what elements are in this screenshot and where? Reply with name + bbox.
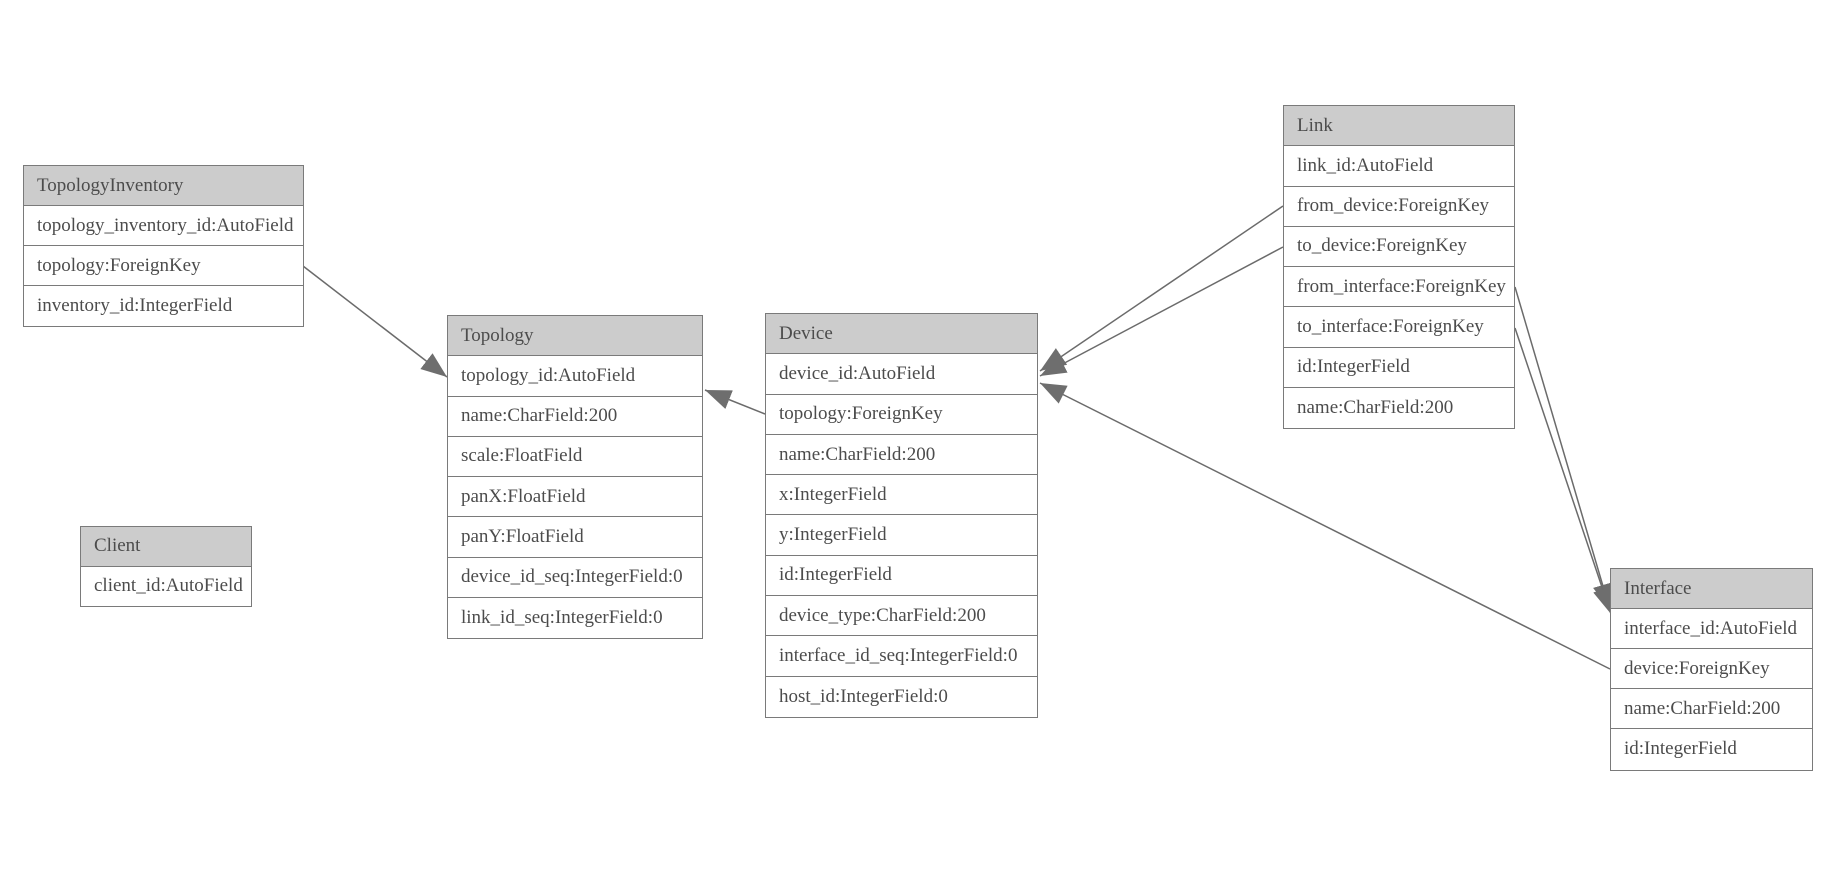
entity-interface-title: Interface (1611, 569, 1812, 610)
entity-topologyinventory-title: TopologyInventory (24, 166, 303, 206)
entity-topologyinventory-field-inventory-id: inventory_id:IntegerField (24, 286, 303, 326)
edge-link-todevice-device (1039, 246, 1284, 377)
edge-link-tointerface-interface (1514, 327, 1613, 615)
entity-topologyinventory-field-topology: topology:ForeignKey (24, 246, 303, 286)
entity-topology-field-scale: scale:FloatField (448, 436, 702, 477)
entity-device-field-x: x:IntegerField (766, 475, 1037, 516)
entity-interface-field-id: id:IntegerField (1611, 729, 1812, 770)
entity-device-field-host-id: host_id:IntegerField:0 (766, 676, 1037, 717)
entity-topology-field-link-id-seq: link_id_seq:IntegerField:0 (448, 597, 702, 638)
entity-topologyinventory-field-topology-inventory-id: topology_inventory_id:AutoField (24, 206, 303, 246)
entity-topology-field-name: name:CharField:200 (448, 396, 702, 437)
edge-link-frominterface-interface (1514, 286, 1613, 611)
edge-link-fromdevice-device (1039, 205, 1284, 372)
entity-topology-field-topology-id: topology_id:AutoField (448, 356, 702, 397)
entity-device-title: Device (766, 314, 1037, 355)
entity-device-field-y: y:IntegerField (766, 515, 1037, 556)
entity-topology-title: Topology (448, 316, 702, 357)
entity-topology-field-pany: panY:FloatField (448, 517, 702, 558)
entity-client-title: Client (81, 527, 251, 567)
entity-interface-field-interface-id: interface_id:AutoField (1611, 609, 1812, 650)
entity-link-field-from-device: from_device:ForeignKey (1284, 186, 1514, 227)
edge-device-topology (704, 389, 766, 415)
entity-device-field-interface-id-seq: interface_id_seq:IntegerField:0 (766, 636, 1037, 677)
entity-device-field-name: name:CharField:200 (766, 434, 1037, 476)
entity-link-field-name: name:CharField:200 (1284, 387, 1514, 428)
entity-device-field-device-id: device_id:AutoField (766, 354, 1037, 395)
entity-link-field-link-id: link_id:AutoField (1284, 146, 1514, 187)
entity-link-field-id: id:IntegerField (1284, 347, 1514, 388)
entity-link-title: Link (1284, 106, 1514, 147)
edge-interface-device (1039, 382, 1611, 670)
entity-topology-field-panx: panX:FloatField (448, 477, 702, 518)
entity-topology-field-device-id-seq: device_id_seq:IntegerField:0 (448, 557, 702, 598)
entity-device-field-topology: topology:ForeignKey (766, 394, 1037, 435)
entity-link-field-from-interface: from_interface:ForeignKey (1284, 267, 1514, 308)
entity-interface-field-device: device:ForeignKey (1611, 649, 1812, 690)
entity-interface-field-name: name:CharField:200 (1611, 689, 1812, 730)
entity-device-field-id: id:IntegerField (766, 555, 1037, 597)
entity-client-field-client-id: client_id:AutoField (81, 566, 251, 606)
entity-link-field-to-device: to_device:ForeignKey (1284, 226, 1514, 267)
entity-device-field-device-type: device_type:CharField:200 (766, 596, 1037, 637)
edge-topologyinventory-topology (302, 265, 448, 378)
entity-link-field-to-interface: to_interface:ForeignKey (1284, 307, 1514, 348)
